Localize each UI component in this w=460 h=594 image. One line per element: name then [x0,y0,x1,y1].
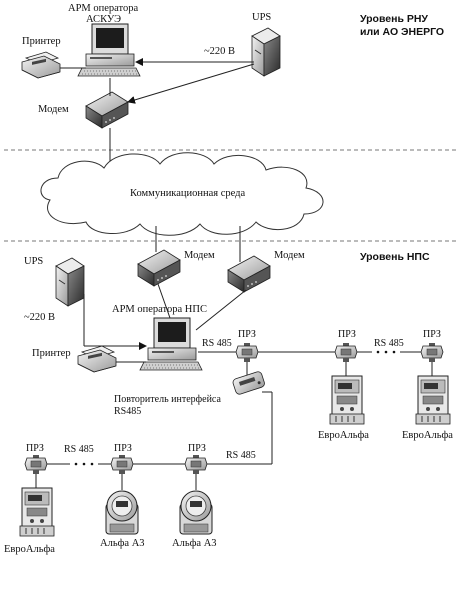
meter-label-1: ЕвроАльфа [318,430,369,441]
prz-label-3: ПРЗ [423,329,441,340]
arm-aiscue-label-line2: АСКУЭ [86,14,121,25]
bottom-power-label: ~220 В [24,312,55,323]
euroalpha-meter-1 [329,375,365,425]
prz-connector-5 [110,454,134,475]
prz-label-1: ПРЗ [238,329,256,340]
prz-label-5: ПРЗ [114,443,132,454]
arm-nps-computer-icon [139,317,203,371]
top-printer-label: Принтер [22,36,61,47]
rs485-label-3: RS 485 [226,450,256,461]
prz-connector-4 [24,454,48,475]
ups-to-modem-power-wire [127,63,255,104]
ellipsis-dot [82,462,86,466]
prz-label-2: ПРЗ [338,329,356,340]
meter-label-3: ЕвроАльфа [4,544,55,555]
rs485-label-1: RS 485 [202,338,232,349]
arm-aiscue-label-line1: АРМ оператора [68,3,139,14]
rs485-label-2: RS 485 [374,338,404,349]
rs485-repeater-icon [232,371,265,395]
ellipsis-dot [392,350,396,354]
modem-right-icon [227,255,271,293]
euroalpha-meter-2 [415,375,451,425]
prz-connector-2 [334,342,358,363]
top-ups-icon [251,27,281,77]
level-bottom: Уровень НПС [360,251,430,263]
ellipsis-dot [376,350,380,354]
modem-left-to-arm-wire [157,283,171,319]
top-power-label: ~220 В [204,46,235,57]
communication-cloud [40,152,324,236]
meter-label-4: Альфа А3 [100,538,145,549]
level-top-line2: или АО ЭНЕРГО [360,26,444,38]
prz-connector-6 [184,454,208,475]
arm-nps-label: АРМ оператора НПС [112,304,207,315]
repeater-label-line1: Повторитель интерфейса [114,394,221,405]
modem-left-label: Модем [184,250,215,261]
meter-label-5: Альфа А3 [172,538,217,549]
meter-label-2: ЕвроАльфа [402,430,453,441]
top-ups-label: UPS [252,12,271,23]
bottom-ups-label: UPS [24,256,43,267]
modem-right-label: Модем [274,250,305,261]
prz-label-4: ПРЗ [26,443,44,454]
arm-aiscue-computer-icon [77,23,141,77]
ellipsis-dot [74,462,78,466]
top-modem-label: Модем [38,104,69,115]
ellipsis-dot [384,350,388,354]
cloud-label: Коммуникационная среда [130,188,246,199]
modem-left-icon [137,249,181,287]
bottom-printer-icon [77,345,117,373]
alpha-a3-meter-2 [179,490,213,535]
rs485-label-4: RS 485 [64,444,94,455]
level-top-line1: Уровень РНУ [360,13,428,25]
bottom-printer-label: Принтер [32,348,71,359]
ellipsis-dot [90,462,94,466]
prz-connector-3 [420,342,444,363]
alpha-a3-meter-1 [105,490,139,535]
prz-connector-1 [235,342,259,363]
repeater-label-line2: RS485 [114,406,141,417]
euroalpha-meter-3 [19,487,55,537]
modem-right-to-arm-wire [195,289,247,331]
prz-label-6: ПРЗ [188,443,206,454]
bottom-ups-icon [55,257,85,307]
top-modem-icon [85,91,129,129]
top-printer-icon [21,51,61,79]
